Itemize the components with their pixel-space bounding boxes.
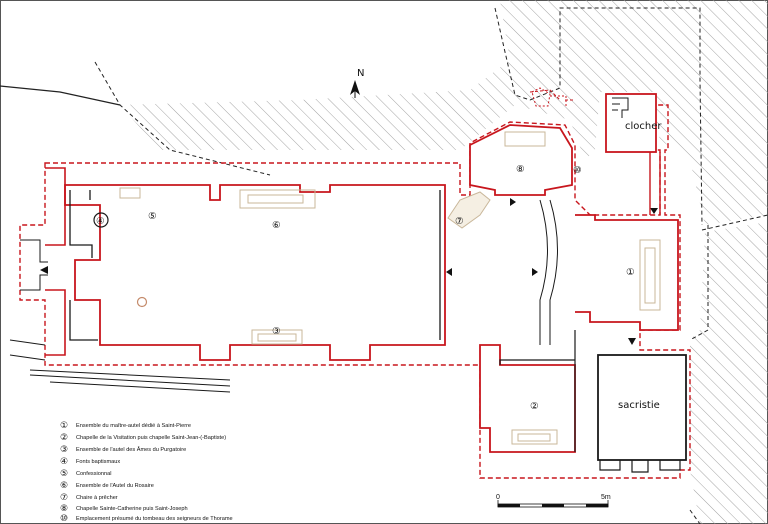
legend-item-4: ④ Fonts baptismaux xyxy=(60,457,120,467)
hatched-terrain-right xyxy=(690,222,768,524)
north-label: N xyxy=(357,68,364,79)
legend-item-8: ⑧ Chapelle Sainte-Catherine puis Saint-J… xyxy=(60,504,188,514)
legend-item-5: ⑤ Confessionnal xyxy=(60,469,111,479)
clocher-passage xyxy=(649,152,661,215)
legend-num: ⑧ xyxy=(60,504,68,514)
hatched-terrain-top xyxy=(120,0,768,225)
room-label-clocher: clocher xyxy=(625,121,662,132)
nave-door-arrow xyxy=(446,268,452,276)
furniture xyxy=(119,131,661,445)
clocher-door-arrow xyxy=(650,208,658,214)
stair-7 xyxy=(447,191,491,229)
nave-inner-walls xyxy=(69,190,441,341)
scale-start-label: 0 xyxy=(496,494,500,501)
legend-num: ⑤ xyxy=(60,469,68,479)
marker-6: ⑥ xyxy=(272,220,281,231)
boundary-dashed-black xyxy=(94,7,768,524)
legend-text: Ensemble de l'autel des Âmes du Purgatoi… xyxy=(76,446,186,453)
legend-text: Confessionnal xyxy=(76,471,111,477)
west-porch xyxy=(9,239,231,393)
legend-num: ④ xyxy=(60,457,68,467)
annex-small xyxy=(531,87,567,107)
choir-walls xyxy=(575,214,679,331)
marker-4: ④ xyxy=(96,216,105,227)
fonts-baptismaux xyxy=(93,212,109,228)
legend-text: Chapelle Sainte-Catherine puis Saint-Jos… xyxy=(76,506,188,512)
marker-8: ⑧ xyxy=(516,164,525,175)
legend-text: Ensemble de l'Autel du Rosaire xyxy=(76,483,154,489)
legend-num: ② xyxy=(60,433,68,443)
sacristie-walls xyxy=(597,354,687,461)
legend-num: ③ xyxy=(60,445,68,455)
south-chapel-black xyxy=(499,330,576,452)
legend-text: Ensemble du maître-autel dédié à Saint-P… xyxy=(76,423,191,429)
west-door-arrow xyxy=(40,266,48,274)
legend-item-3: ③ Ensemble de l'autel des Âmes du Purgat… xyxy=(60,445,186,455)
sacristie-buttresses xyxy=(599,460,681,473)
scale-bar xyxy=(497,500,609,508)
legend-item-7: ⑦ Chaire à prêcher xyxy=(60,493,118,503)
west-wall xyxy=(45,167,66,356)
legend-text: Chaire à prêcher xyxy=(76,495,118,501)
sacristy-door-arrow xyxy=(628,338,636,345)
choir-arch xyxy=(539,199,558,345)
chapel-8-walls xyxy=(469,124,573,196)
boundary-solid-left xyxy=(0,85,121,106)
nave-pillar-mark xyxy=(136,296,148,308)
marker-5: ⑤ xyxy=(148,211,157,222)
north-arrow-icon xyxy=(350,80,360,98)
scale-end-label: 5m xyxy=(601,494,611,501)
legend-item-6: ⑥ Ensemble de l'Autel du Rosaire xyxy=(60,481,154,491)
legend-num: ⑩ xyxy=(60,514,68,524)
marker-1: ① xyxy=(626,267,635,278)
legend-item-10: ⑩ Emplacement présumé du tombeau des sei… xyxy=(60,514,233,524)
clocher-stair xyxy=(612,97,629,118)
legend-text: Emplacement présumé du tombeau des seign… xyxy=(76,516,233,522)
legend-text: Fonts baptismaux xyxy=(76,459,120,465)
room-label-sacristie: sacristie xyxy=(618,400,660,411)
legend-item-1: ① Ensemble du maître-autel dédié à Saint… xyxy=(60,421,191,431)
legend-num: ① xyxy=(60,421,68,431)
legend: ① Ensemble du maître-autel dédié à Saint… xyxy=(60,421,233,524)
choir-door-arrow xyxy=(532,268,538,276)
chapel-door-arrow xyxy=(510,198,516,206)
marker-7: ⑦ xyxy=(455,216,464,227)
marker-2: ② xyxy=(530,401,539,412)
legend-num: ⑥ xyxy=(60,481,68,491)
legend-num: ⑦ xyxy=(60,493,68,503)
chapel-2-walls xyxy=(479,344,576,453)
nave-walls xyxy=(64,184,446,361)
legend-item-2: ② Chapelle de la Visitation puis chapell… xyxy=(60,433,226,443)
church-outline-dashed xyxy=(19,104,691,479)
marker-3: ③ xyxy=(272,326,281,337)
marker-10: ⑩ xyxy=(573,165,582,176)
legend-text: Chapelle de la Visitation puis chapelle … xyxy=(76,435,226,441)
